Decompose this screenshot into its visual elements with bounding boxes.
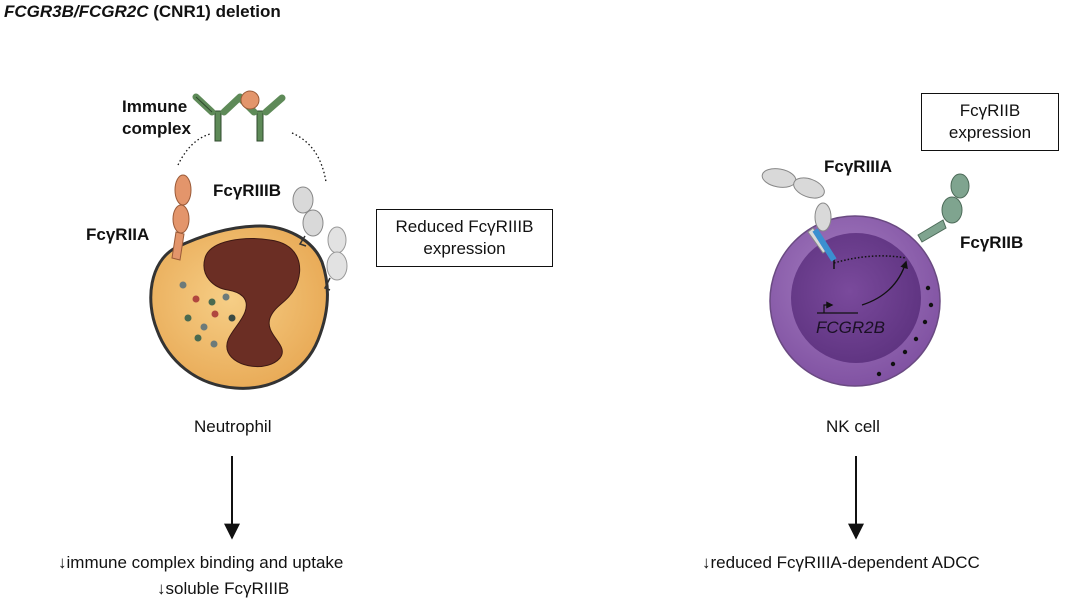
- granule: [194, 334, 202, 342]
- granule: [179, 281, 187, 289]
- nk-granule: [928, 302, 934, 308]
- dotted-link-left: [177, 133, 211, 166]
- nk-granule: [913, 336, 919, 342]
- neutrophil-nucleus: [203, 238, 301, 368]
- inhibition-link: [833, 255, 907, 264]
- neutrophil-label: Neutrophil: [194, 417, 272, 436]
- nk-cell-label: NK cell: [826, 417, 880, 436]
- granule: [228, 314, 236, 322]
- granule: [211, 310, 219, 318]
- nk-outcome-1-text: reduced FcγRIIIA-dependent ADCC: [710, 553, 980, 572]
- fcgr3a-label: FcγRIIIA: [824, 157, 893, 176]
- granule: [192, 295, 200, 303]
- fcgr2b-gene-label: FCGR2B: [816, 318, 885, 337]
- fcgr2a-label: FcγRIIA: [86, 225, 150, 244]
- down-arrow-glyph: ↓: [58, 553, 67, 572]
- immune-complex-label-line1: Immune: [122, 97, 188, 116]
- nk-granule: [876, 371, 882, 377]
- granule: [184, 314, 192, 322]
- fcgr3a-receptor: [761, 168, 837, 262]
- immune-complex-label: Immune complex: [122, 96, 191, 140]
- tss-arrow: [823, 301, 834, 313]
- down-arrow-glyph: ↓: [702, 553, 711, 572]
- granule: [210, 340, 218, 348]
- antigen: [240, 90, 260, 110]
- fcgr2b-expression-box-line2: expression: [948, 123, 1032, 142]
- expression-arrow: [861, 260, 908, 306]
- neutrophil-outcome-2: ↓soluble FcγRIIIB: [157, 579, 289, 599]
- title-gene-names: FCGR3B/FCGR2C: [4, 2, 149, 21]
- granule: [208, 298, 216, 306]
- neutrophil-cell: [149, 224, 330, 390]
- fcgr2a-receptor: [171, 174, 192, 261]
- neutrophil-outcome-2-text: soluble FcγRIIIB: [165, 579, 290, 598]
- fcgr2b-expression-box-line1: FcγRIIB: [959, 101, 1021, 120]
- reduced-fcgr3b-box-line2: expression: [423, 239, 506, 258]
- nk-granule: [925, 285, 931, 291]
- fcgr3b-receptor-upper: [292, 186, 324, 247]
- granule: [200, 323, 208, 331]
- dotted-link-right: [291, 132, 327, 183]
- title-suffix: (CNR1) deletion: [148, 2, 281, 21]
- neutrophil-outcome-1: ↓immune complex binding and uptake: [58, 553, 343, 573]
- fcgr3b-label: FcγRIIIB: [213, 181, 282, 200]
- nk-granule: [922, 319, 928, 325]
- nk-cell: [769, 215, 941, 387]
- down-arrow-glyph: ↓: [157, 579, 166, 598]
- nk-granule: [890, 361, 896, 367]
- reduced-fcgr3b-box-line1: Reduced FcγRIIIB: [395, 217, 534, 236]
- antibody-left: [192, 93, 244, 142]
- fcgr3b-receptor-lower: [323, 226, 348, 291]
- nk-outcome-1: ↓reduced FcγRIIIA-dependent ADCC: [702, 553, 980, 573]
- nk-granule: [902, 349, 908, 355]
- reduced-fcgr3b-box: Reduced FcγRIIIB expression: [376, 209, 553, 267]
- figure-title: FCGR3B/FCGR2C (CNR1) deletion: [4, 2, 281, 22]
- fcgr2b-receptor: [917, 173, 970, 243]
- fcgr2b-expression-box: FcγRIIB expression: [921, 93, 1059, 151]
- neutrophil-outcome-1-text: immune complex binding and uptake: [66, 553, 344, 572]
- immune-complex: [192, 90, 286, 142]
- immune-complex-label-line2: complex: [122, 119, 191, 138]
- granule: [222, 293, 230, 301]
- fcgr3a-stalk: [812, 228, 837, 262]
- fcgr2b-label: FcγRIIB: [960, 233, 1024, 252]
- nk-nucleus: [791, 233, 921, 363]
